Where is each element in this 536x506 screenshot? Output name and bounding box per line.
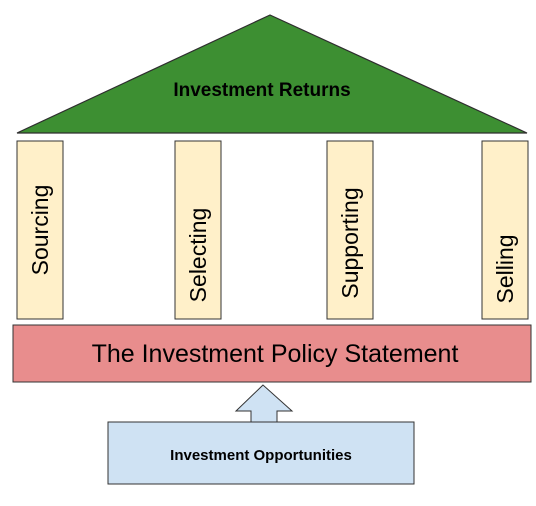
foundation-label: The Investment Policy Statement [92, 340, 459, 368]
pillar-label: Supporting [337, 187, 363, 298]
pillar-label: Sourcing [27, 185, 53, 276]
foundation-box [12, 324, 532, 383]
pillar-box [174, 140, 222, 320]
pillar-label: Selling [492, 234, 518, 303]
pillar-box [481, 140, 529, 320]
pillar-selling: Selling [481, 140, 529, 320]
roof-triangle [16, 14, 528, 134]
roof-label: Investment Returns [173, 80, 350, 101]
pillar-selecting: Selecting [174, 140, 222, 320]
pillar-sourcing: Sourcing [16, 140, 64, 320]
pillar-supporting: Supporting [326, 140, 374, 320]
up-arrow-icon [234, 384, 294, 423]
pillar-box [16, 140, 64, 320]
pillar-label: Selecting [185, 208, 211, 303]
opportunities-label: Investment Opportunities [170, 447, 352, 464]
opportunities-box [107, 421, 415, 485]
pillar-box [326, 140, 374, 320]
